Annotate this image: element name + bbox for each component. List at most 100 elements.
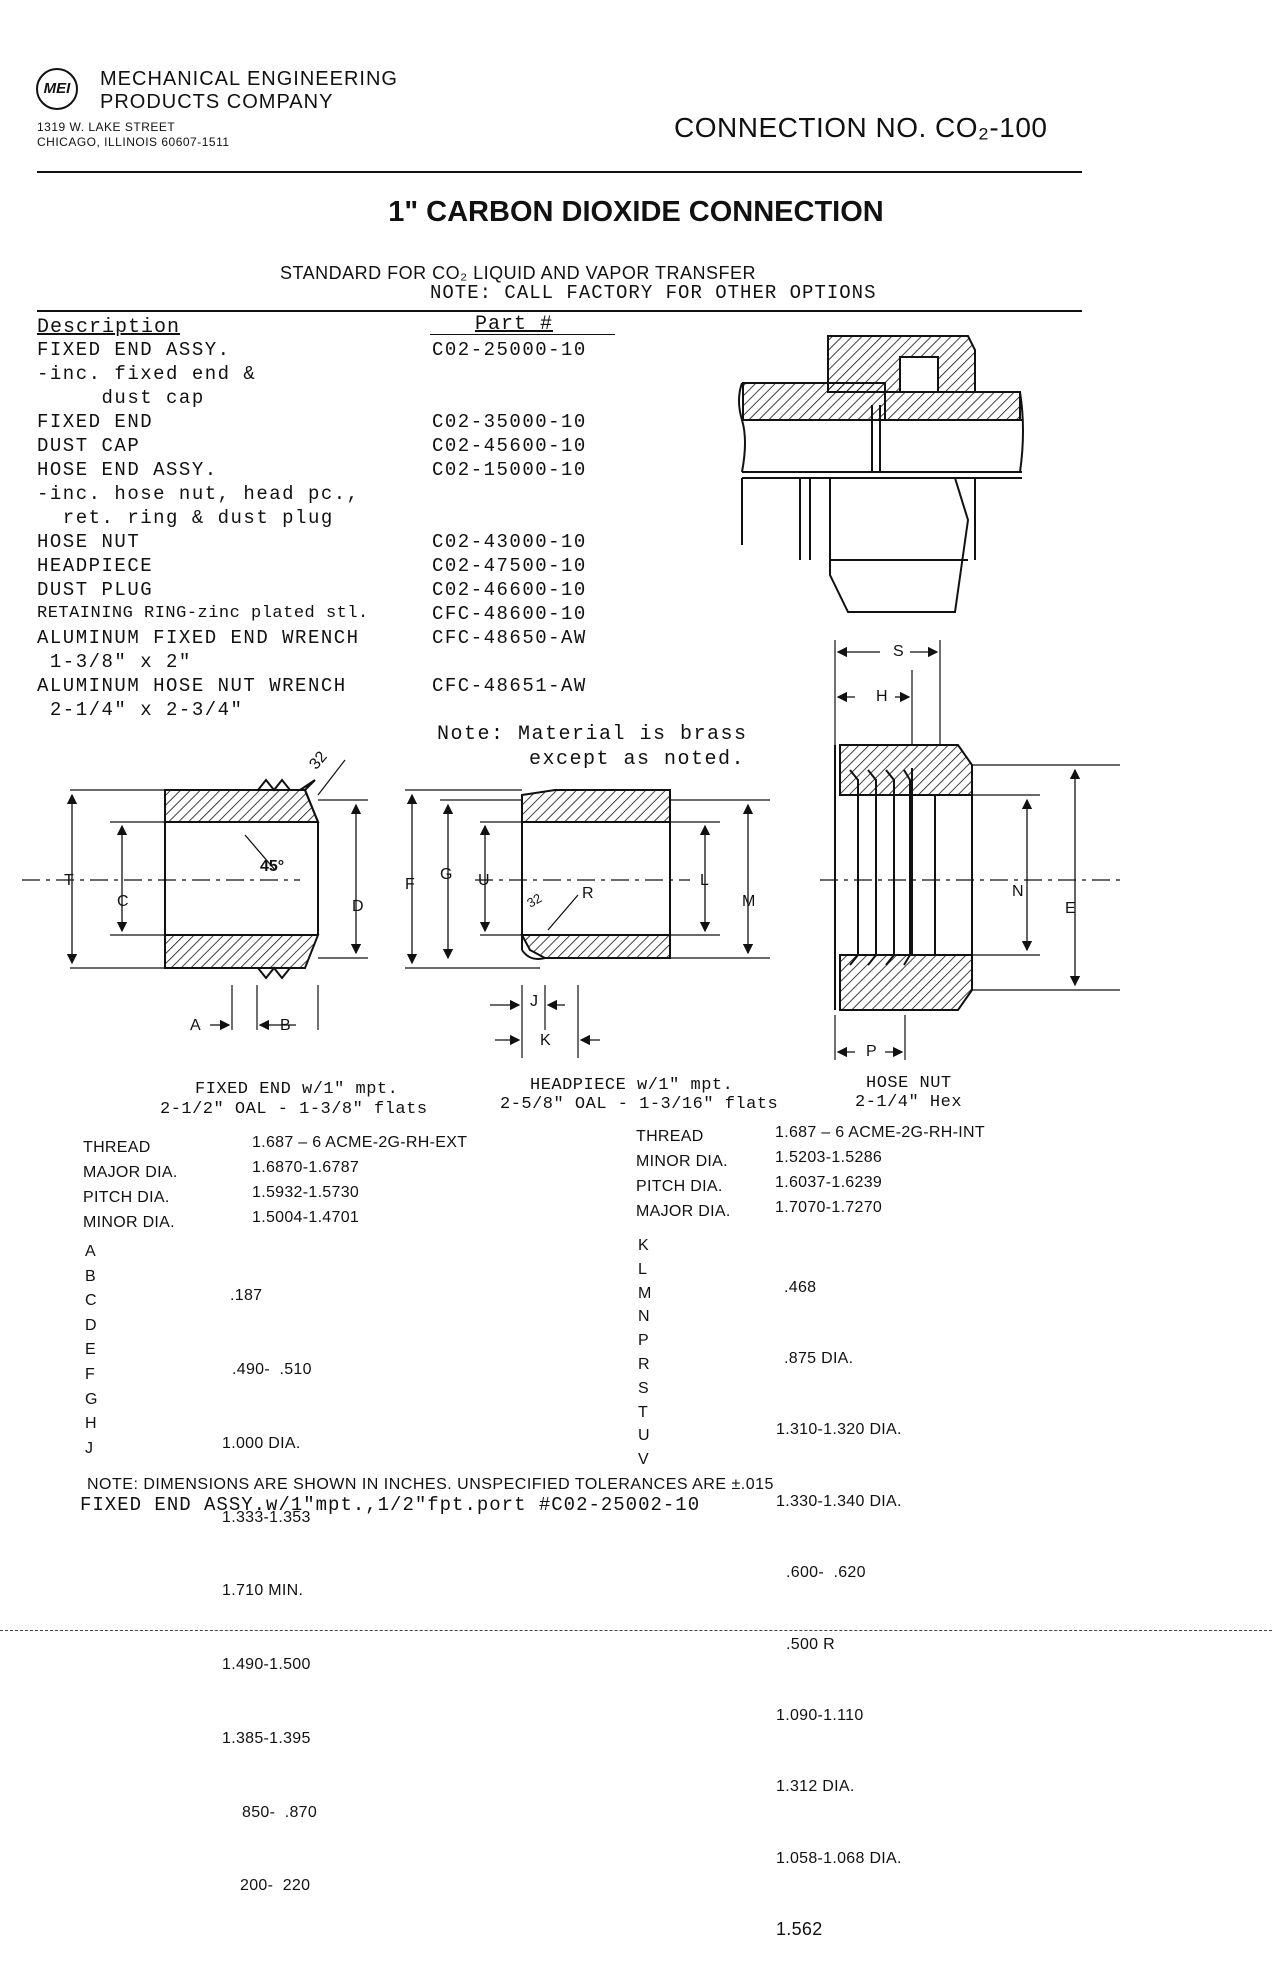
hose-nut-drawing: [820, 640, 1125, 1060]
parts-desc: dust cap: [37, 387, 205, 409]
parts-desc: -inc. hose nut, head pc.,: [37, 483, 360, 505]
dims-left-values: .187 .490- .510 1.000 DIA. 1.333-1.353 1…: [222, 1235, 317, 1924]
spec-value: 1.5203-1.5286: [775, 1149, 883, 1166]
dim-letter: V: [638, 1451, 649, 1469]
parts-part-column: C02-25000-10 C02-35000-10 C02-45600-10 C…: [432, 338, 587, 722]
parts-part: C02-47500-10: [432, 555, 587, 577]
spec-value: 1.5932-1.5730: [252, 1184, 360, 1201]
dim-value: 1.310-1.320 DIA.: [776, 1421, 902, 1439]
dim-label-D: D: [352, 898, 364, 915]
parts-desc: HOSE END ASSY.: [37, 459, 218, 481]
company-name-line1: MECHANICAL ENGINEERING: [100, 68, 398, 90]
material-note: Note: Material is brass except as noted.: [437, 722, 748, 772]
headpiece-caption-2: 2-5/8" OAL - 1-3/16" flats: [500, 1095, 779, 1114]
spec-label: THREAD: [83, 1139, 151, 1156]
parts-desc: HOSE NUT: [37, 531, 141, 553]
address-line2: CHICAGO, ILLINOIS 60607-1511: [37, 135, 230, 149]
bottom-rule: [0, 1630, 1272, 1631]
parts-part: C02-35000-10: [432, 411, 587, 433]
dim-label-R: R: [582, 885, 594, 902]
fixed-end-dimension-arrows: [66, 793, 362, 1031]
headpiece-caption-1: HEADPIECE w/1" mpt.: [530, 1076, 734, 1095]
parts-desc: HEADPIECE: [37, 555, 154, 577]
parts-part: CFC-48650-AW: [432, 627, 587, 649]
dim-label-S: S: [893, 643, 904, 660]
dim-label-J: J: [530, 993, 538, 1010]
col-part-header: Part #: [475, 313, 554, 336]
dim-letter: G: [85, 1390, 98, 1408]
dim-value: 1.562: [776, 1919, 823, 1940]
dim-value: .600- .620: [786, 1564, 866, 1582]
fixed-end-caption-1: FIXED END w/1" mpt.: [195, 1080, 399, 1099]
parts-desc: FIXED END ASSY.: [37, 339, 231, 361]
dim-label-H: H: [876, 688, 888, 705]
dim-label-M: M: [742, 893, 756, 910]
spec-label: MAJOR DIA.: [83, 1164, 178, 1181]
fixed-end-assy-port-note: FIXED END ASSY.w/1"mpt.,1/2"fpt.port #C0…: [80, 1494, 701, 1516]
material-note-line2: except as noted.: [529, 748, 746, 771]
int-thread-labels: THREAD MINOR DIA. PITCH DIA. MAJOR DIA.: [636, 1124, 731, 1224]
spec-label: MINOR DIA.: [83, 1214, 175, 1231]
header-rule: [37, 171, 1082, 173]
dim-letter: R: [638, 1355, 650, 1373]
hose-nut-caption-1: HOSE NUT: [866, 1074, 952, 1093]
dim-label-E: E: [1065, 900, 1076, 917]
options-note: NOTE: CALL FACTORY FOR OTHER OPTIONS: [430, 282, 877, 304]
parts-desc-column: FIXED END ASSY. -inc. fixed end & dust c…: [37, 338, 369, 722]
parts-desc: ALUMINUM FIXED END WRENCH: [37, 627, 360, 649]
company-name: MECHANICAL ENGINEERING PRODUCTS COMPANY: [100, 68, 398, 114]
parts-desc: RETAINING RING-zinc plated stl.: [37, 604, 369, 623]
parts-part: CFC-48600-10: [432, 603, 587, 625]
dim-label-C: C: [117, 893, 129, 910]
dim-letter: T: [638, 1403, 649, 1421]
dim-value: .875 DIA.: [784, 1349, 854, 1367]
dim-letter: H: [85, 1415, 97, 1433]
hose-nut-dimension-arrows: [836, 646, 1081, 1058]
spec-label: MAJOR DIA.: [636, 1203, 731, 1220]
dim-value: 200- 220: [240, 1877, 311, 1895]
dim-label-U: U: [478, 872, 490, 889]
dim-label-N: N: [1012, 883, 1024, 900]
technical-drawings: [22, 335, 1125, 1060]
dim-value: .490- .510: [232, 1360, 312, 1378]
headpiece-dimension-arrows: [406, 793, 754, 1046]
int-thread-values: 1.687 – 6 ACME-2G-RH-INT 1.5203-1.5286 1…: [775, 1120, 985, 1220]
col-description-header: Description: [37, 316, 181, 339]
dim-value: .187: [230, 1287, 263, 1305]
dim-value: 1.490-1.500: [222, 1656, 311, 1674]
company-address: 1319 W. LAKE STREET CHICAGO, ILLINOIS 60…: [37, 120, 230, 150]
spec-value: 1.7070-1.7270: [775, 1199, 883, 1216]
dim-value: 1.312 DIA.: [776, 1778, 855, 1796]
ext-thread-labels: THREAD MAJOR DIA. PITCH DIA. MINOR DIA.: [83, 1135, 178, 1235]
dim-value: 1.333-1.353: [222, 1508, 311, 1526]
parts-desc: ret. ring & dust plug: [37, 507, 334, 529]
dim-letter: F: [85, 1365, 96, 1383]
address-line1: 1319 W. LAKE STREET: [37, 120, 176, 134]
dim-letter: J: [85, 1439, 94, 1457]
dim-label-K: K: [540, 1032, 551, 1049]
dim-letter: M: [638, 1284, 652, 1302]
parts-part: C02-45600-10: [432, 435, 587, 457]
dims-left-labels: A B C D E F G H J: [85, 1240, 98, 1461]
dims-right-values: .468 .875 DIA. 1.310-1.320 DIA. 1.330-1.…: [776, 1228, 902, 1966]
dim-label-G: G: [440, 866, 453, 883]
spec-value: 1.687 – 6 ACME-2G-RH-INT: [775, 1124, 985, 1141]
dim-letter: K: [638, 1237, 649, 1254]
dims-right-labels: K L M N P R S T U V: [638, 1234, 652, 1472]
spec-label: MINOR DIA.: [636, 1153, 728, 1170]
dim-value: 1.330-1.340 DIA.: [776, 1492, 902, 1510]
parts-desc: -inc. fixed end &: [37, 363, 257, 385]
dim-letter: L: [638, 1260, 648, 1278]
dim-letter: A: [85, 1243, 96, 1260]
dim-label-P: P: [866, 1043, 877, 1060]
dim-letter: S: [638, 1379, 649, 1397]
parts-desc: FIXED END: [37, 411, 154, 433]
dim-letter: C: [85, 1292, 97, 1310]
connection-number: CONNECTION NO. CO₂-100: [674, 112, 1048, 143]
dim-label-A: A: [190, 1017, 201, 1034]
parts-part: C02-15000-10: [432, 459, 587, 481]
fixed-end-caption-2: 2-1/2" OAL - 1-3/8" flats: [160, 1100, 428, 1119]
dim-letter: N: [638, 1308, 650, 1326]
dim-value: 1.000 DIA.: [222, 1434, 301, 1452]
fixed-end-drawing: [22, 759, 368, 1030]
